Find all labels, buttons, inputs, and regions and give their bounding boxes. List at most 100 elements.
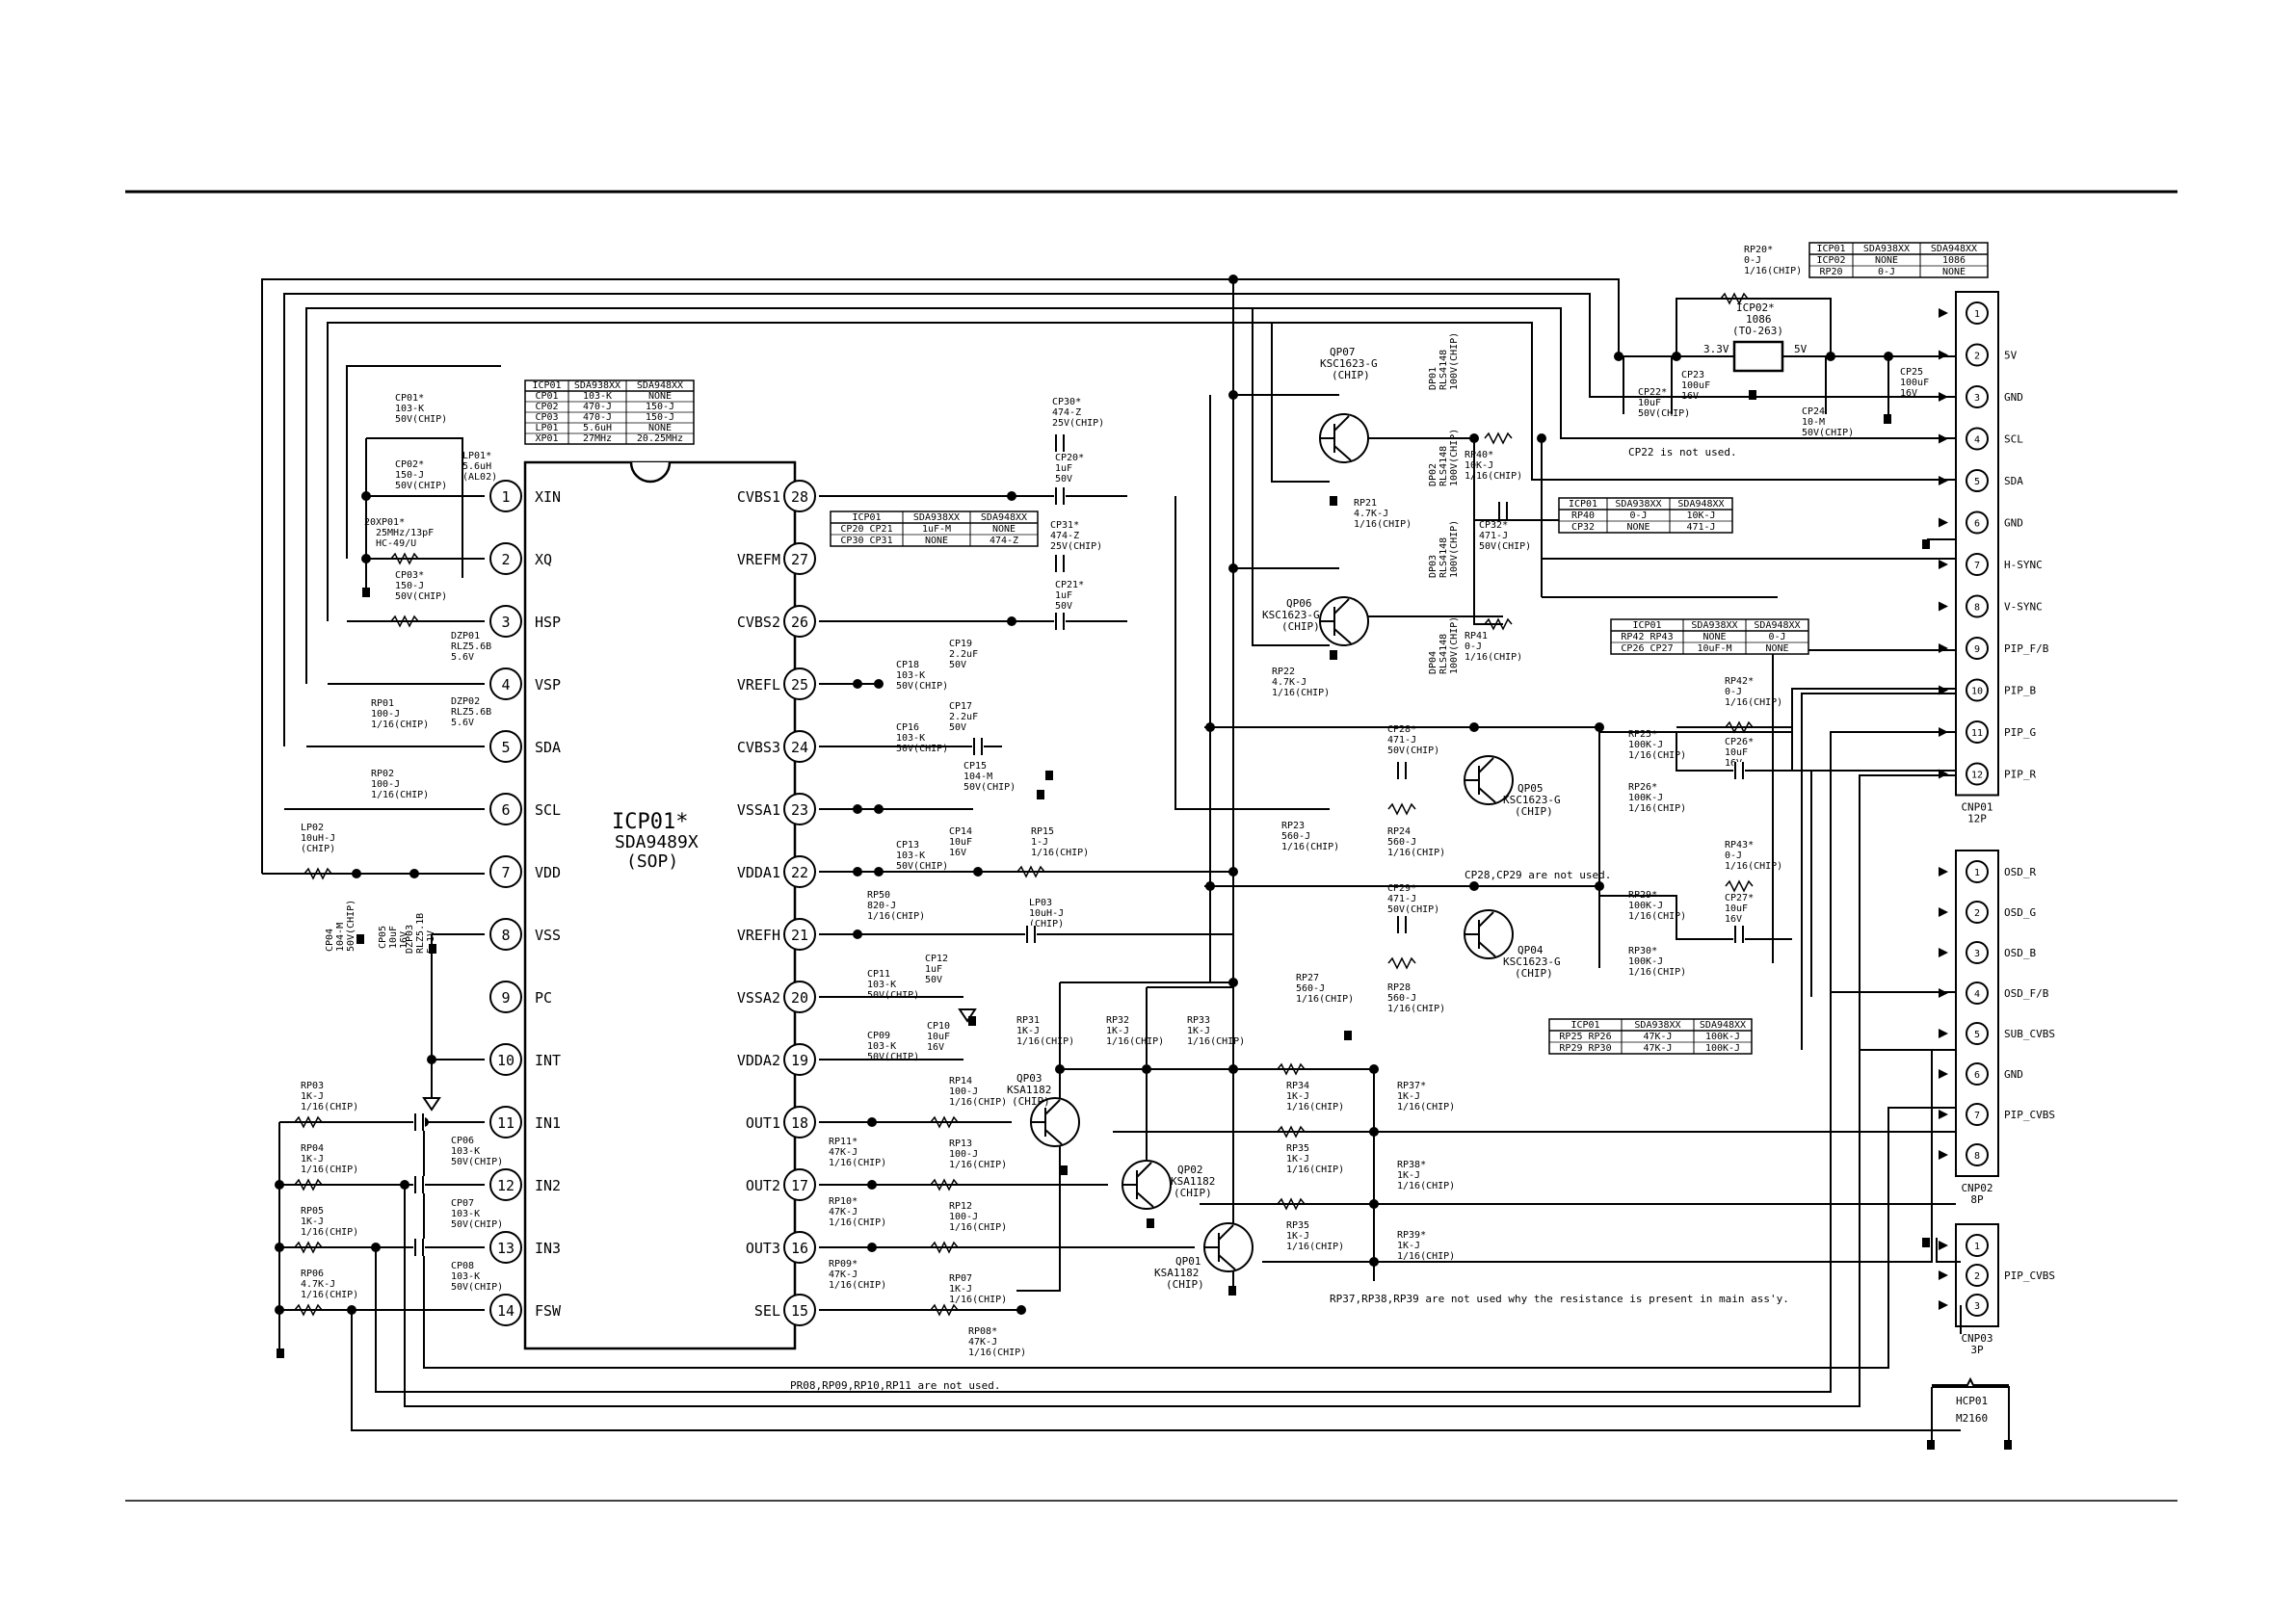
part-label-rp02: RP02 — [371, 769, 394, 779]
connector-pin — [1966, 1234, 1989, 1257]
ic-pin-number: 14 — [497, 1302, 515, 1320]
table-cell: SDA938XX — [574, 380, 620, 391]
part-label-rp24: 560-J — [1387, 837, 1416, 848]
part-label-rp15: RP15 — [1031, 826, 1054, 837]
table-cell: NONE — [925, 536, 948, 546]
qp06-part: KSC1623-G — [1262, 609, 1320, 621]
connector-pin — [1966, 385, 1989, 408]
table-cell: 471-J — [1686, 522, 1715, 533]
connector-pin — [1966, 1294, 1989, 1317]
table-cell: 103-K — [583, 391, 612, 402]
ic-pin-number: 12 — [497, 1177, 515, 1194]
connector-ref: CNP01 — [1961, 801, 1993, 814]
table-cell: 5.6uH — [583, 423, 612, 433]
ic-pin-number: 5 — [501, 739, 510, 756]
part-label-rp04: 1K-J — [301, 1154, 324, 1165]
ic-pin-number: 25 — [791, 676, 808, 694]
qp07-part: KSC1623-G — [1320, 357, 1378, 370]
table-cell: 100K-J — [1705, 1043, 1740, 1054]
part-labels: CP01*103-K50V(CHIP)LP01*5.6uH(AL02)CP02*… — [294, 245, 1929, 1358]
part-label-dp02: RLS4148 — [1438, 446, 1449, 486]
part-label-rp14: 100-J — [949, 1086, 978, 1097]
part-label-cp11: 103-K — [867, 980, 896, 990]
connector-pin-name: PIP_F/B — [2004, 642, 2049, 655]
part-label-cp03: 150-J — [395, 581, 424, 591]
ic-pin-circle — [489, 668, 522, 700]
ic-pin-number: 2 — [501, 551, 510, 568]
part-label-rp04: RP04 — [301, 1143, 324, 1154]
ic-pin-name: CVBS3 — [737, 739, 780, 756]
table-cell: 1uF-M — [922, 524, 951, 535]
table-cell: SDA938XX — [1615, 499, 1661, 510]
part-label-cp01: 103-K — [395, 404, 424, 414]
part-label-cp25: 16V — [1900, 388, 1917, 399]
part-label-rp35b: RP35 — [1286, 1220, 1309, 1231]
part-label-rp43: 0-J — [1725, 851, 1742, 861]
part-label-rp10: 1/16(CHIP) — [829, 1217, 886, 1228]
ic-pin-name: INT — [535, 1052, 561, 1069]
ic-ref: ICP01* — [612, 810, 688, 834]
table-cell: ICP01 — [532, 380, 561, 391]
connector-pin — [1966, 1062, 1989, 1086]
connector-pin-name: OSD_F/B — [2004, 987, 2049, 1000]
part-label-cp23: 100uF — [1681, 380, 1710, 391]
part-label-cp19: 2.2uF — [949, 649, 978, 660]
connector-pin-number: 3 — [1974, 1301, 1980, 1312]
ic-pin-name: OUT1 — [746, 1114, 780, 1132]
part-label-rp23: 1/16(CHIP) — [1281, 842, 1339, 852]
part-label-rp22: 1/16(CHIP) — [1272, 688, 1330, 698]
part-label-cp16: CP16 — [896, 722, 919, 733]
table-cell: 474-Z — [990, 536, 1018, 546]
part-label-rp08: 1/16(CHIP) — [968, 1348, 1026, 1358]
connector-pin-number: 6 — [1974, 519, 1980, 530]
part-label-rp20: RP20* — [1744, 245, 1773, 255]
part-label-rp03: 1/16(CHIP) — [301, 1102, 358, 1113]
table-cell: LP01 — [535, 423, 558, 433]
part-label-cp18: CP18 — [896, 660, 919, 670]
qp05-pkg: (CHIP) — [1515, 805, 1553, 818]
part-label-cp15: 104-M — [963, 772, 992, 782]
ic-pin-number: 15 — [791, 1302, 808, 1320]
part-label-rp26: 100K-J — [1628, 793, 1663, 803]
table-cell: SDA948XX — [637, 380, 683, 391]
table-cell: NONE — [1875, 255, 1898, 266]
part-label-cp19: 50V — [949, 660, 966, 670]
ic-part: SDA9489X — [615, 832, 699, 852]
table-cell: ICP01 — [1816, 244, 1845, 254]
part-label-rp10: RP10* — [829, 1196, 858, 1207]
part-label-rp31: RP31 — [1016, 1015, 1040, 1026]
connector-pin-name: PIP_R — [2004, 769, 2036, 781]
table-cell: 470-J — [583, 402, 612, 412]
part-label-rp32: 1K-J — [1106, 1026, 1129, 1036]
part-label-cp08: 103-K — [451, 1271, 480, 1282]
part-label-rp27: 560-J — [1296, 983, 1325, 994]
ic-pin-circle — [489, 480, 522, 512]
part-label-cp09: 50V(CHIP) — [867, 1052, 919, 1062]
regulator-pkg: (TO-263) — [1732, 325, 1783, 337]
part-label-cp05: 16V — [399, 931, 409, 949]
part-label-cp24: 10-M — [1802, 417, 1825, 428]
part-label-cp04: CP04 — [325, 929, 335, 952]
part-label-rp06: 4.7K-J — [301, 1279, 335, 1290]
part-label-lp01: 5.6uH — [462, 461, 491, 472]
part-label-cp17: CP17 — [949, 701, 972, 712]
part-label-rp38: 1/16(CHIP) — [1397, 1181, 1455, 1191]
part-label-dp01: RLS4148 — [1438, 350, 1449, 390]
part-label-cp10: 16V — [927, 1042, 944, 1053]
connector-pin-name: SCL — [2004, 433, 2023, 446]
part-label-cp32: 50V(CHIP) — [1479, 541, 1531, 552]
ic-package: (SOP) — [626, 851, 678, 872]
part-label-cp02: 50V(CHIP) — [395, 481, 447, 491]
transistor-qp06: QP06 KSC1623-G (CHIP) — [1262, 596, 1369, 646]
connector-pin-number: 2 — [1974, 352, 1980, 362]
part-label-cp02: CP02* — [395, 459, 424, 470]
table-cell: SDA948XX — [1677, 499, 1724, 510]
part-label-cp15: 50V(CHIP) — [963, 782, 1016, 793]
connector-pin — [1966, 343, 1989, 367]
